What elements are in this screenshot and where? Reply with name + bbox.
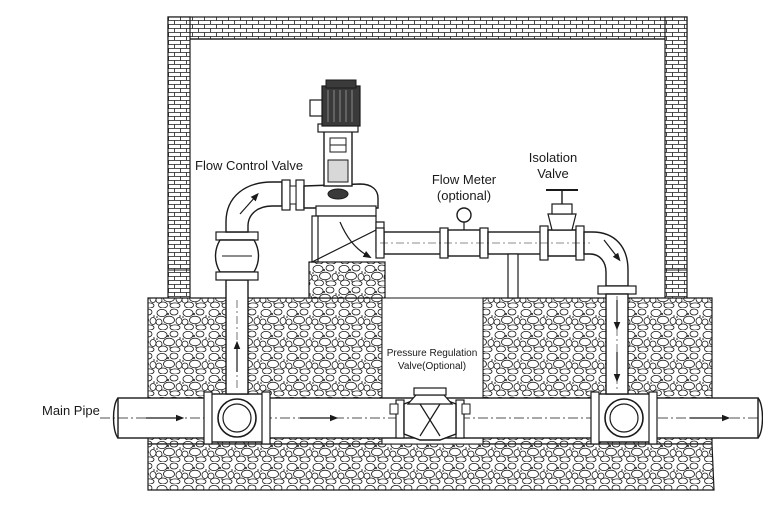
pump-assembly bbox=[281, 79, 379, 263]
label-pressure-regulation-valve: Pressure Regulation bbox=[387, 348, 478, 359]
right-tee-valve bbox=[590, 391, 658, 445]
label-isolation-valve-2: Valve bbox=[537, 166, 569, 181]
brick-wall-left bbox=[167, 16, 191, 301]
flow-arrow-elbow bbox=[603, 239, 621, 262]
label-flow-control-valve: Flow Control Valve bbox=[195, 158, 303, 173]
isolation-valve bbox=[539, 189, 585, 261]
label-isolation-valve: Isolation bbox=[529, 150, 577, 165]
pump-pedestal bbox=[308, 261, 386, 299]
building-enclosure bbox=[167, 16, 688, 301]
flow-arrow-bend bbox=[239, 192, 259, 215]
label-flow-meter-optional: (optional) bbox=[437, 188, 491, 203]
discharge-line bbox=[375, 189, 629, 299]
brick-wall-right bbox=[664, 16, 688, 301]
labels: Flow Control Valve Flow Meter (optional)… bbox=[42, 150, 577, 418]
label-pressure-regulation-valve-optional: Valve(Optional) bbox=[398, 361, 466, 372]
left-riser-pipe bbox=[214, 181, 283, 395]
gravel-base bbox=[147, 443, 715, 491]
brick-wall-top bbox=[167, 16, 688, 40]
flow-meter bbox=[439, 207, 489, 259]
pressure-regulation-valve bbox=[389, 387, 471, 441]
left-tee-valve bbox=[203, 391, 271, 445]
right-downcomer-pipe bbox=[597, 285, 637, 395]
flow-meter-gauge bbox=[456, 207, 472, 223]
label-main-pipe: Main Pipe bbox=[42, 403, 100, 418]
label-flow-meter: Flow Meter bbox=[432, 172, 497, 187]
